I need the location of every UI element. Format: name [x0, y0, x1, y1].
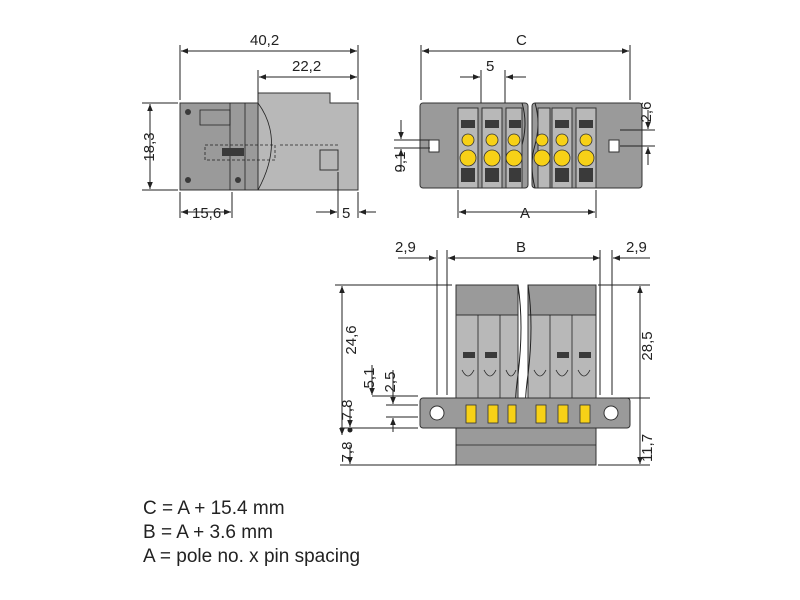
dim-top-bottom: A	[520, 205, 530, 222]
formula-legend: C = A + 15.4 mm B = A + 3.6 mm A = pole …	[143, 497, 360, 569]
dim-front-e: 11,7	[639, 434, 656, 462]
top-view: C 5 2,6 9,1 A	[392, 32, 655, 222]
dim-front-right-margin: 2,9	[626, 239, 647, 256]
dim-front-height-left: 24,6	[343, 325, 360, 354]
dim-front-width: B	[516, 239, 526, 256]
dim-front-a: 5,1	[361, 368, 378, 389]
dim-front-d: 7,8	[339, 442, 356, 463]
dim-top-left-height: 9,1	[392, 152, 409, 173]
side-view: 40,2 22,2 18,3 15,6 5	[141, 32, 376, 222]
legend-line-a: A = pole no. x pin spacing	[143, 546, 361, 567]
dim-front-c: 7,8	[339, 400, 356, 421]
legend-line-c: C = A + 15.4 mm	[143, 498, 285, 519]
dim-front-height-right: 28,5	[639, 331, 656, 360]
dim-side-partial: 22,2	[292, 58, 321, 75]
dim-side-bottom-left: 15,6	[192, 205, 221, 222]
dim-side-length: 40,2	[250, 32, 279, 49]
dim-top-pitch: 5	[486, 58, 494, 75]
dim-top-right-small: 2,6	[638, 102, 655, 123]
dim-side-bottom-right: 5	[342, 205, 350, 222]
dim-side-height: 18,3	[141, 132, 158, 161]
legend-line-b: B = A + 3.6 mm	[143, 522, 273, 543]
dim-front-b: 2,5	[382, 372, 399, 393]
front-view: 2,9 B 2,9 24,6 5,1 2,5 7,8 7,8	[335, 239, 656, 466]
dim-top-total: C	[516, 32, 527, 49]
dim-front-left-margin: 2,9	[395, 239, 416, 256]
